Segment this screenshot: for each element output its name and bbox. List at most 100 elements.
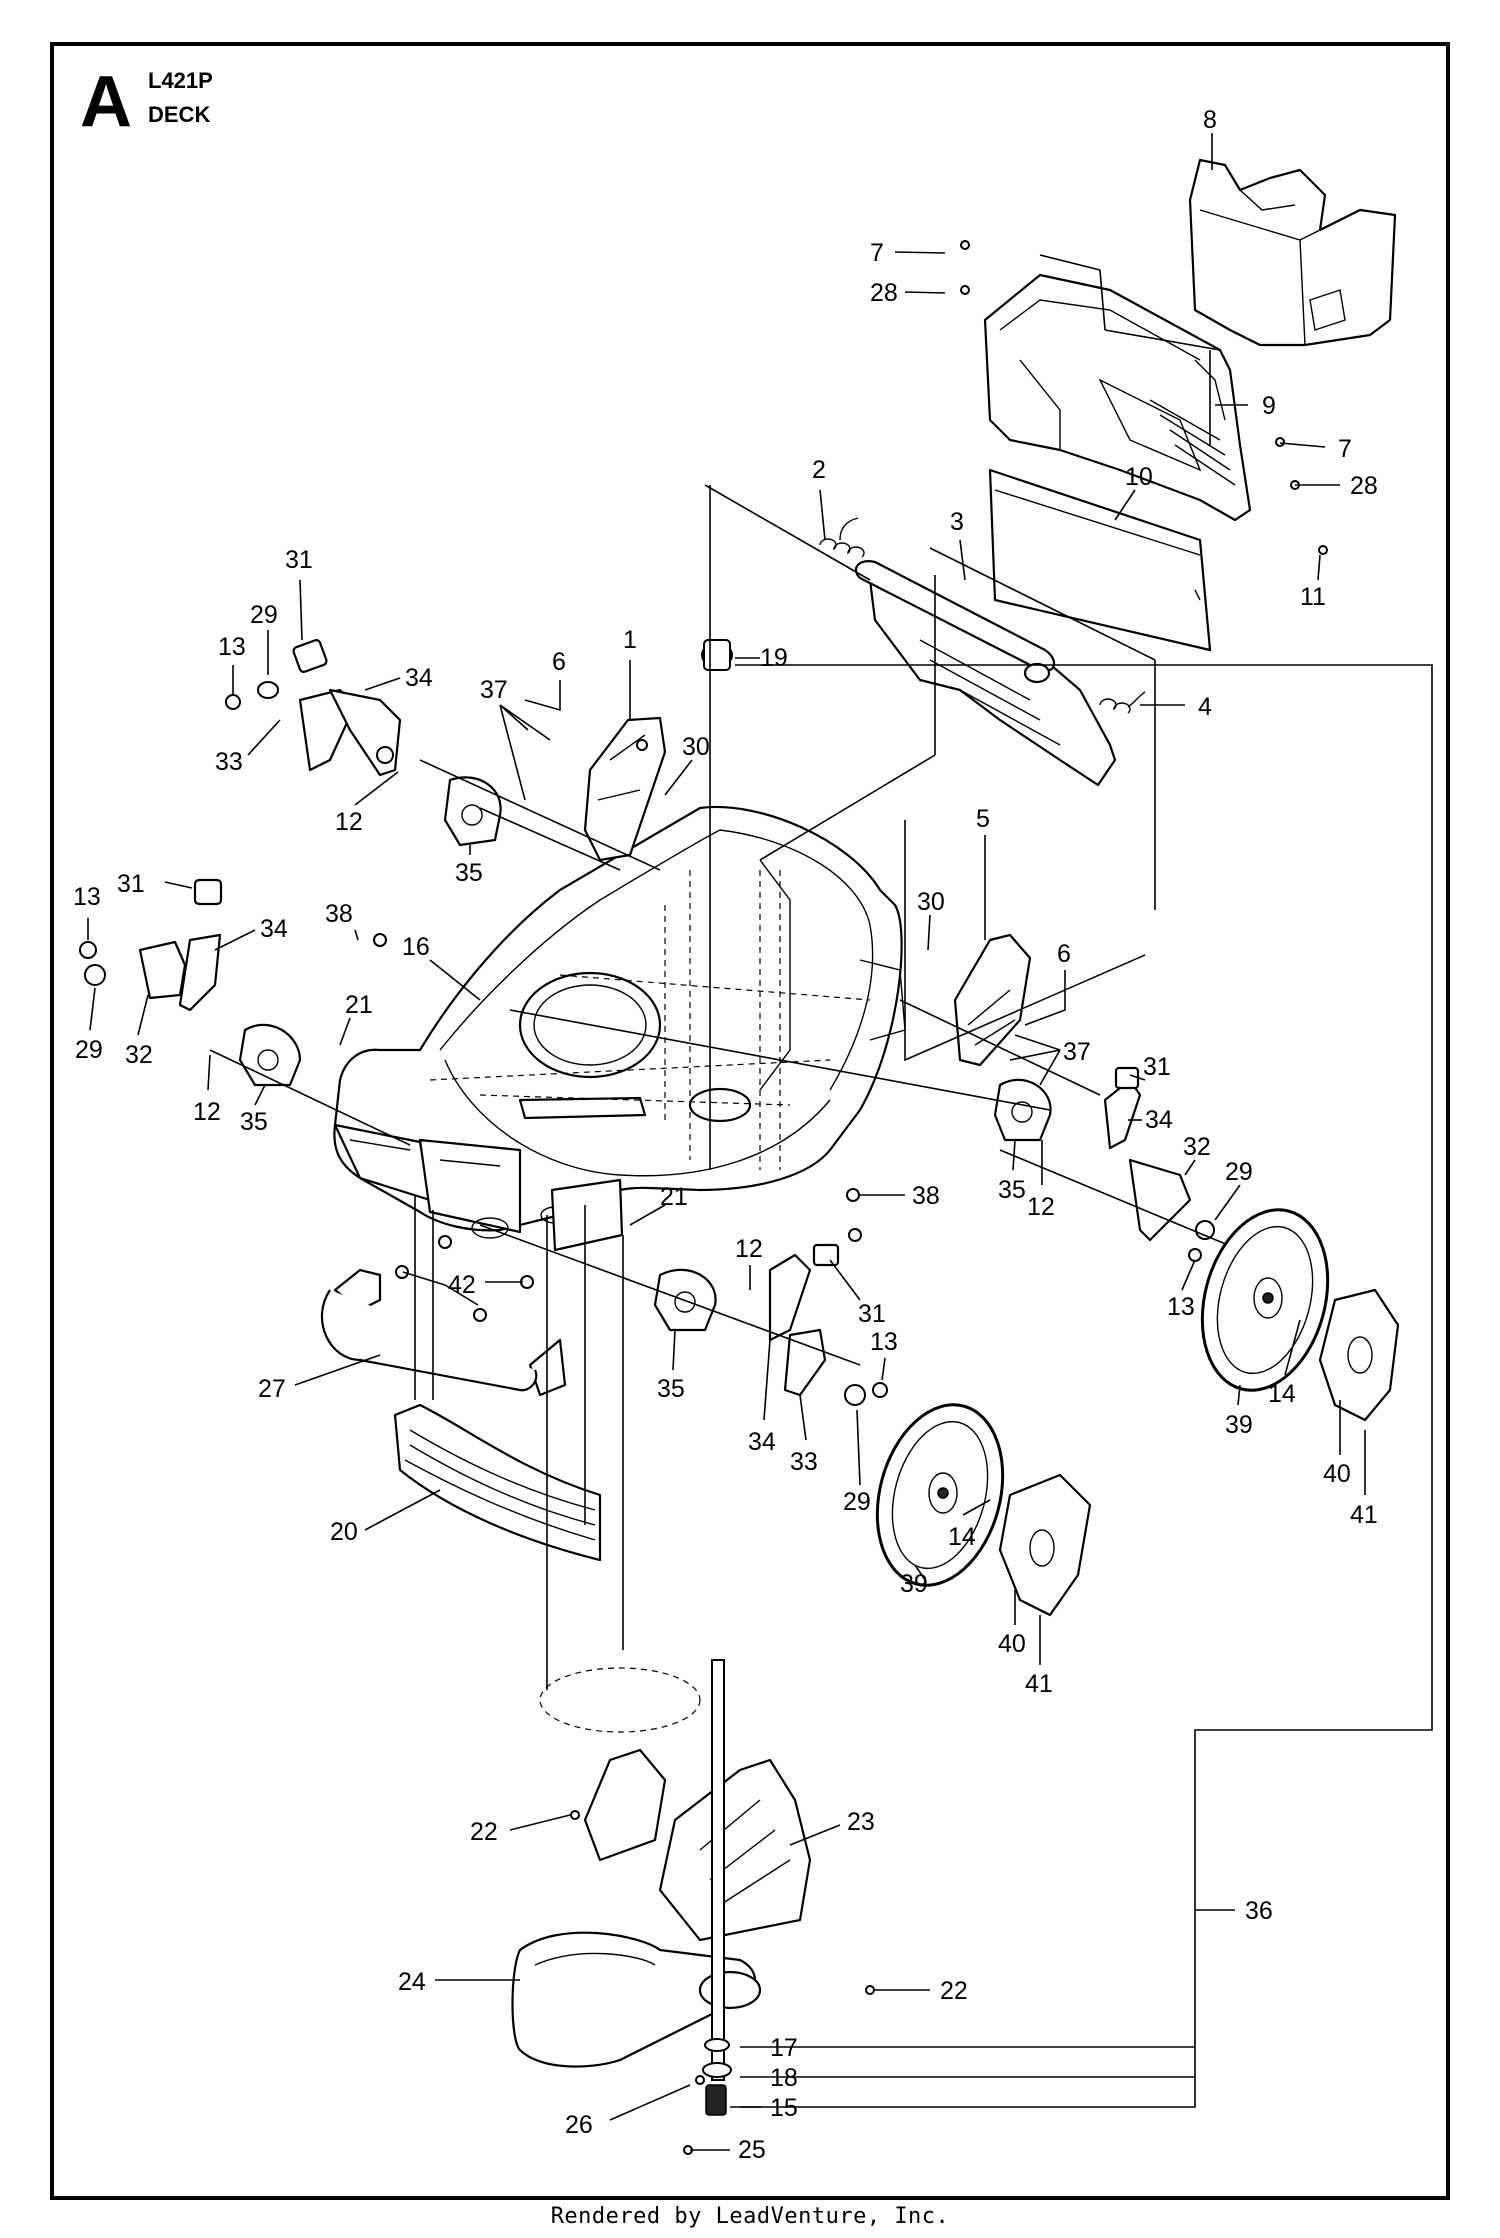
callout-number: 33 bbox=[790, 1448, 818, 1476]
callout-number: 34 bbox=[260, 915, 288, 943]
nut bbox=[438, 1235, 452, 1249]
wheel-adjuster-plate bbox=[993, 1078, 1052, 1142]
callout-number: 32 bbox=[1183, 1133, 1211, 1161]
diagram-frame bbox=[50, 42, 1450, 2200]
callout-number: 21 bbox=[660, 1183, 688, 1211]
torsion-spring bbox=[819, 517, 865, 558]
front-wheel bbox=[875, 1403, 1005, 1587]
callout-number: 22 bbox=[940, 1977, 968, 2005]
height-adjuster-rear-right bbox=[1103, 1066, 1215, 1262]
callout-number: 13 bbox=[870, 1328, 898, 1356]
callout-number: 6 bbox=[1057, 940, 1071, 968]
handle-bracket-right bbox=[953, 933, 1032, 1067]
callout-number: 30 bbox=[682, 733, 710, 761]
callout-number: 13 bbox=[1167, 1293, 1195, 1321]
callout-number: 12 bbox=[735, 1235, 763, 1263]
section-title: DECK bbox=[148, 102, 211, 127]
callout-number: 42 bbox=[448, 1271, 476, 1299]
screw bbox=[570, 1810, 580, 1820]
callout-number: 7 bbox=[1338, 435, 1352, 463]
callout-number: 11 bbox=[1300, 583, 1326, 611]
callout-number: 31 bbox=[117, 870, 145, 898]
callout-number: 6 bbox=[552, 648, 566, 676]
bag-frame bbox=[983, 273, 1252, 522]
callout-number: 41 bbox=[1350, 1501, 1378, 1529]
callout-number: 23 bbox=[847, 1808, 875, 1836]
callout-number: 18 bbox=[770, 2064, 798, 2092]
alignment-line bbox=[904, 820, 1146, 1062]
screw bbox=[1275, 437, 1285, 447]
callout-number: 35 bbox=[240, 1108, 268, 1136]
alignment-line bbox=[759, 754, 936, 861]
grass-bag bbox=[1188, 158, 1397, 347]
callout-number: 40 bbox=[998, 1630, 1026, 1658]
callout-number: 26 bbox=[565, 2111, 593, 2139]
callout-number: 14 bbox=[1268, 1380, 1296, 1408]
callout-number: 12 bbox=[335, 808, 363, 836]
callout-number: 29 bbox=[1225, 1158, 1253, 1186]
screw bbox=[1318, 545, 1328, 555]
callout-number: 35 bbox=[455, 859, 483, 887]
callout-number: 22 bbox=[470, 1818, 498, 1846]
callout-number: 10 bbox=[1125, 463, 1153, 491]
alignment-line bbox=[1099, 269, 1106, 331]
height-adjuster-front-left bbox=[79, 878, 223, 1012]
wheel-cover bbox=[1318, 1288, 1400, 1422]
alignment-line bbox=[1104, 329, 1221, 351]
callout-number: 34 bbox=[748, 1428, 776, 1456]
callout-number: 39 bbox=[900, 1570, 928, 1598]
rear-flap bbox=[988, 468, 1212, 652]
wheel-cover bbox=[998, 1473, 1092, 1617]
callout-number: 15 bbox=[770, 2094, 798, 2122]
callout-number: 13 bbox=[73, 883, 101, 911]
callout-number: 36 bbox=[1245, 1897, 1273, 1925]
callout-number: 38 bbox=[912, 1182, 940, 1210]
nut bbox=[373, 933, 387, 947]
callout-number: 35 bbox=[657, 1375, 685, 1403]
callout-number: 21 bbox=[345, 991, 373, 1019]
callout-number: 41 bbox=[1025, 1670, 1053, 1698]
callout-number: 31 bbox=[1143, 1053, 1171, 1081]
alignment-line bbox=[929, 547, 1156, 661]
rear-guard bbox=[393, 1403, 602, 1562]
blade-adapter bbox=[583, 1748, 812, 1942]
render-credit: Rendered by LeadVenture, Inc. bbox=[550, 2204, 950, 2229]
callout-number: 27 bbox=[258, 1375, 286, 1403]
alignment-line bbox=[735, 664, 1433, 2108]
nut bbox=[473, 1308, 487, 1322]
callout-number: 31 bbox=[285, 546, 313, 574]
callout-number: 33 bbox=[215, 748, 243, 776]
alignment-line bbox=[1039, 254, 1101, 271]
callout-number: 29 bbox=[843, 1488, 871, 1516]
callout-number: 40 bbox=[1323, 1460, 1351, 1488]
nut bbox=[846, 1188, 860, 1202]
callout-number: 5 bbox=[976, 805, 990, 833]
callout-number: 9 bbox=[1262, 392, 1276, 420]
callout-number: 29 bbox=[75, 1036, 103, 1064]
blade-bolt-stack bbox=[701, 639, 733, 2116]
callout-number: 31 bbox=[858, 1300, 886, 1328]
callout-number: 7 bbox=[870, 239, 884, 267]
callout-number: 25 bbox=[738, 2136, 766, 2164]
blade-outline bbox=[539, 1667, 701, 1733]
nut bbox=[395, 1265, 409, 1279]
height-adjuster-front-right bbox=[768, 1243, 888, 1406]
callout-number: 4 bbox=[1198, 693, 1212, 721]
callout-number: 39 bbox=[1225, 1411, 1253, 1439]
callout-number: 29 bbox=[250, 601, 278, 629]
rear-door bbox=[854, 560, 1117, 787]
model-number: L421P bbox=[148, 68, 213, 93]
callout-number: 34 bbox=[1145, 1106, 1173, 1134]
rear-wheel bbox=[1200, 1208, 1330, 1392]
callout-number: 34 bbox=[405, 664, 433, 692]
handle-bracket-left bbox=[583, 716, 667, 862]
callout-labels: 1 2 3 4 5 6 6 7 7 8 9 10 11 bbox=[73, 106, 1378, 2164]
callout-number: 24 bbox=[398, 1968, 426, 1996]
height-adjuster-rear-left bbox=[225, 639, 402, 777]
callout-number: 20 bbox=[330, 1518, 358, 1546]
screw bbox=[865, 1985, 875, 1995]
callout-number: 8 bbox=[1203, 106, 1217, 134]
callout-number: 3 bbox=[950, 508, 964, 536]
screw bbox=[960, 240, 970, 250]
